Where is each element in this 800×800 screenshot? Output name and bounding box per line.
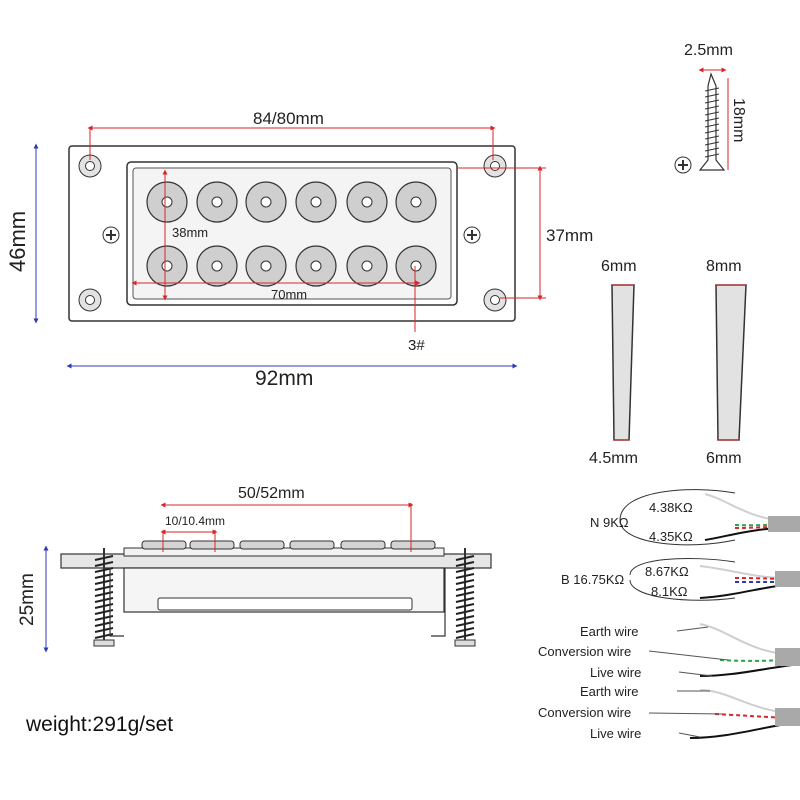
side-pole-spacing-label: 50/52mm	[238, 485, 305, 502]
width-label: 92mm	[255, 367, 314, 390]
pole-piece	[395, 181, 437, 223]
profile-neck-bottom-label: 4.5mm	[589, 450, 638, 467]
pole-callout-label: 3#	[408, 337, 425, 354]
bridge-resistance-label: B 16.75KΩ	[561, 572, 625, 587]
profile-bridge-top-label: 8mm	[706, 258, 742, 275]
profile-neck-top-label: 6mm	[601, 258, 637, 275]
screw-drawing	[674, 67, 729, 174]
pole-width-label: 10/10.4mm	[165, 514, 226, 528]
side-height-label: 25mm	[17, 573, 38, 626]
mounting-hole	[483, 288, 507, 312]
height-label: 46mm	[5, 210, 30, 272]
mounting-hole	[483, 154, 507, 178]
pole-piece	[245, 245, 287, 287]
pole-piece	[146, 245, 188, 287]
side-pole-cap	[390, 540, 436, 550]
side-pole-pieces	[141, 540, 436, 550]
side-pole-cap	[141, 540, 187, 550]
side-pole-cap	[189, 540, 235, 550]
spring	[454, 548, 476, 647]
pole-piece	[346, 245, 388, 287]
neck-resistance-label: N 9KΩ	[590, 515, 629, 530]
side-pole-cap	[340, 540, 386, 550]
pickup-side-view	[43, 502, 492, 653]
side-profiles	[611, 284, 747, 441]
profile-bridge-bottom-label: 6mm	[706, 450, 742, 467]
mounting-spacing-label: 84/80mm	[253, 109, 324, 128]
screw-head-icon	[674, 156, 692, 174]
springs	[93, 548, 476, 647]
pole-piece	[245, 181, 287, 223]
legend-conversion-wire: Conversion wire	[538, 644, 632, 659]
legend-earth-wire: Earth wire	[580, 624, 639, 639]
cover-height-label: 37mm	[546, 226, 594, 245]
side-pole-cap	[289, 540, 335, 550]
pole-row-spacing-label: 38mm	[172, 225, 209, 240]
adjust-screw-icon	[463, 226, 481, 244]
profile-bridge	[715, 284, 747, 441]
pole-piece	[146, 181, 188, 223]
pickup-top-view	[33, 125, 546, 369]
pole-piece	[346, 181, 388, 223]
neck-coil-1-label: 4.38KΩ	[649, 500, 693, 515]
side-pole-cap	[239, 540, 285, 550]
legend-earth-wire: Earth wire	[580, 684, 639, 699]
pole-piece	[395, 245, 437, 287]
pole-span-label: 70mm	[271, 287, 308, 302]
pole-piece	[295, 181, 337, 223]
pole-piece	[196, 245, 238, 287]
pole-piece	[196, 181, 238, 223]
wiring-diagram	[619, 489, 800, 739]
adjust-screw-icon	[102, 226, 120, 244]
screw-thread	[704, 87, 720, 158]
bridge-coil-2-label: 8.1KΩ	[651, 584, 688, 599]
neck-coil-2-label: 4.35KΩ	[649, 529, 693, 544]
mounting-hole	[78, 154, 102, 178]
bridge-coil-1-label: 8.67KΩ	[645, 564, 689, 579]
legend-live-wire: Live wire	[590, 726, 642, 741]
pole-piece	[295, 245, 337, 287]
legend-live-wire: Live wire	[590, 665, 642, 680]
screw-diameter-label: 2.5mm	[684, 42, 733, 59]
screw-length-label: 18mm	[730, 98, 747, 143]
weight-label: weight:291g/set	[26, 713, 174, 736]
legend-conversion-wire: Conversion wire	[538, 705, 632, 720]
mounting-hole	[78, 288, 102, 312]
profile-neck	[611, 284, 635, 441]
